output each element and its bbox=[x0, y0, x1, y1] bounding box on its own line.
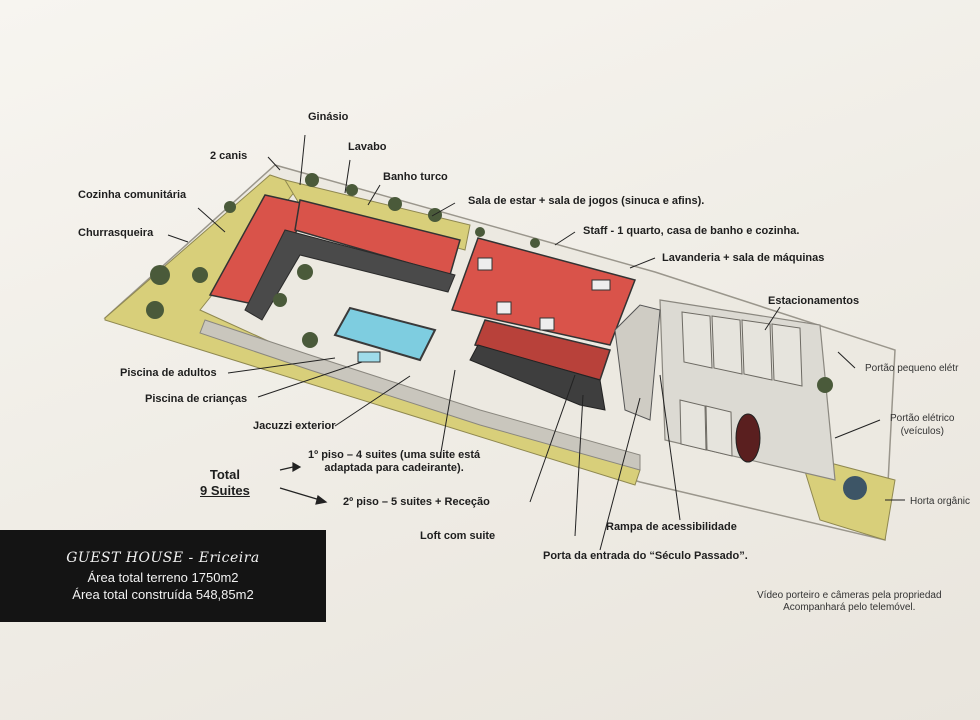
leader-lines bbox=[167, 134, 905, 551]
main-house-roof bbox=[451, 237, 636, 346]
footnote: Vídeo porteiro e câmeras pela propriedad… bbox=[757, 590, 942, 614]
footnote-line1: Vídeo porteiro e câmeras pela propriedad bbox=[757, 590, 942, 601]
info-box: GUEST HOUSE - Ericeira Área total terren… bbox=[0, 530, 326, 622]
roof-window-4 bbox=[591, 279, 611, 291]
label-churrasqueira: Churrasqueira bbox=[78, 227, 154, 239]
roof-window-2 bbox=[496, 301, 512, 315]
label-piscina-criancas: Piscina de crianças bbox=[145, 393, 248, 405]
parking-spaces bbox=[679, 311, 803, 457]
building-wall bbox=[244, 229, 456, 321]
label-piso1-line1: 1º piso – 4 suites (uma suite está bbox=[308, 449, 481, 461]
label-portao-pequeno: Portão pequeno elétr bbox=[865, 363, 959, 374]
label-lavabo: Lavabo bbox=[348, 141, 387, 153]
label-piso1-line2: adaptada para cadeirante). bbox=[324, 462, 464, 474]
footnote-line2: Acompanhará pelo telemóvel. bbox=[783, 602, 916, 613]
label-portao-eletrico: Portão elétrico (veículos) bbox=[890, 412, 954, 438]
label-portao-eletrico-line2: (veículos) bbox=[900, 426, 944, 437]
arrows bbox=[279, 461, 328, 505]
label-piso2: 2º piso – 5 suites + Receção bbox=[343, 496, 490, 508]
label-sala-estar: Sala de estar + sala de jogos (sinuca e … bbox=[468, 195, 705, 207]
label-rampa: Rampa de acessibilidade bbox=[606, 521, 737, 533]
label-piso1: 1º piso – 4 suites (uma suite está adapt… bbox=[308, 449, 480, 475]
pool-adults bbox=[333, 306, 437, 362]
label-jacuzzi: Jacuzzi exterior bbox=[253, 420, 336, 432]
roof-window-1 bbox=[477, 257, 493, 271]
total-label: Total bbox=[209, 467, 240, 482]
pool-kids bbox=[357, 351, 381, 363]
label-portao-eletrico-line1: Portão elétrico bbox=[890, 413, 955, 424]
label-horta: Horta orgânic bbox=[910, 496, 971, 507]
info-area-terreno: Área total terreno 1750m2 bbox=[87, 569, 239, 585]
label-estacionamentos: Estacionamentos bbox=[768, 295, 860, 307]
label-lavanderia: Lavanderia + sala de máquinas bbox=[662, 252, 825, 264]
trees bbox=[146, 173, 867, 500]
path-walkway bbox=[199, 319, 641, 471]
info-area-construida: Área total construída 548,85m2 bbox=[72, 586, 254, 602]
label-ginasio: Ginásio bbox=[308, 111, 349, 123]
label-porta-entrada: Porta da entrada do “Século Passado”. bbox=[543, 550, 748, 562]
total-suites-count: 9 Suites bbox=[200, 483, 250, 498]
label-loft: Loft com suite bbox=[420, 530, 496, 542]
total-suites: Total 9 Suites bbox=[200, 467, 250, 499]
info-title: GUEST HOUSE - Ericeira bbox=[66, 549, 260, 566]
accessibility-ramp bbox=[614, 304, 661, 421]
parked-car bbox=[735, 413, 761, 463]
label-banho-turco: Banho turco bbox=[383, 171, 448, 183]
label-canis: 2 canis bbox=[210, 150, 248, 162]
roof-window-3 bbox=[539, 317, 555, 331]
main-house-walls bbox=[469, 344, 606, 411]
label-cozinha-comunitaria: Cozinha comunitária bbox=[78, 189, 187, 201]
label-staff: Staff - 1 quarto, casa de banho e cozinh… bbox=[583, 225, 800, 237]
label-piscina-adultos: Piscina de adultos bbox=[120, 367, 217, 379]
